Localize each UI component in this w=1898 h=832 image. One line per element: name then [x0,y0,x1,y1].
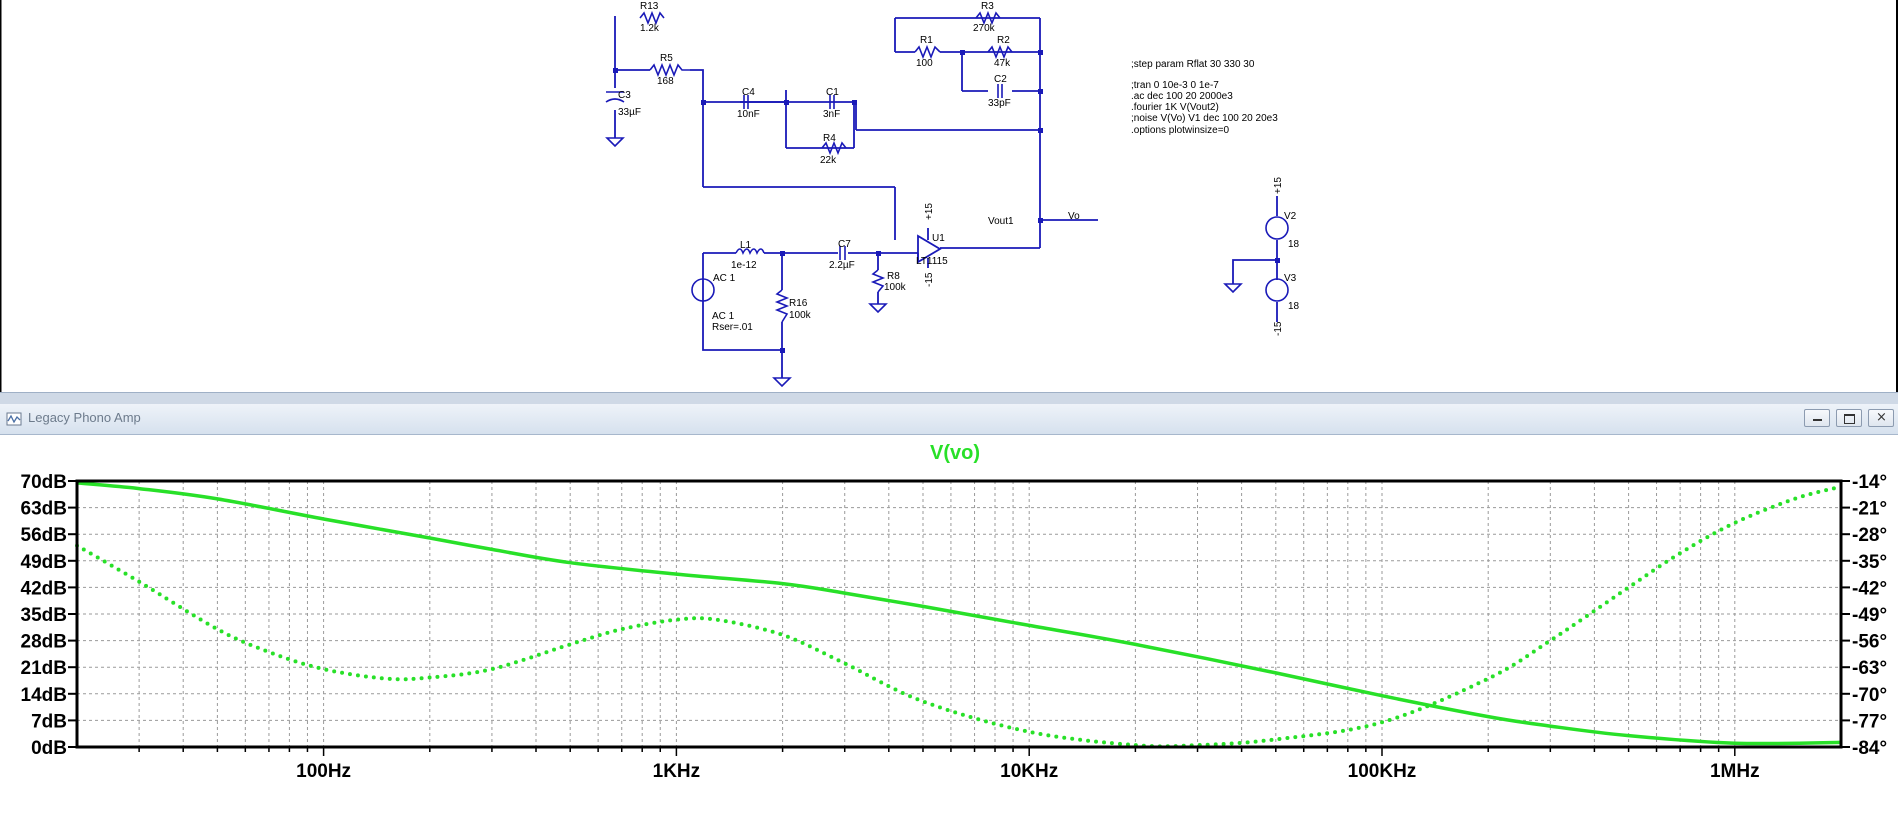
restore-icon [1844,414,1855,424]
y-right-tick-label: -63° [1852,658,1887,679]
y-left-tick-label: 7dB [31,711,67,732]
comp-ref: R1 [920,35,933,46]
comp-ref: U1 [932,233,945,244]
y-left-tick-label: 56dB [21,525,67,546]
title-bar[interactable]: Legacy Phono Amp × [0,404,1898,435]
y-left-tick-label: 49dB [21,552,67,573]
close-button[interactable]: × [1868,409,1894,427]
comp-value: 100 [916,58,933,69]
comp-value: 10nF [737,109,760,120]
comp-ref: R4 [823,133,836,144]
comp-ref: R2 [997,35,1010,46]
x-tick-label: 100KHz [1348,761,1417,782]
net-label-plus15: +15 [1273,177,1284,194]
y-right-tick-label: -49° [1852,605,1887,626]
y-right-tick-label: -84° [1852,738,1887,759]
comp-value: 168 [657,76,674,87]
magnitude-trace [76,481,1842,746]
comp-ref: C4 [742,87,755,98]
directive-line: .fourier 1K V(Vout2) [1131,102,1219,113]
restore-button[interactable] [1836,409,1862,427]
y-right-tick-label: -35° [1852,552,1887,573]
comp-value: 100k [789,310,812,321]
directive-line: ;step param Rflat 30 330 30 [1131,59,1255,70]
y-right-tick-label: -56° [1852,632,1887,653]
schematic-symbols [605,10,1289,388]
plot-series [75,481,1843,749]
y-left-tick-label: 35dB [21,605,67,626]
comp-ref: V3 [1284,273,1297,284]
schematic-canvas[interactable]: R13 1.2k R5 168 C3 33µF C4 10nF C1 3nF R… [0,0,1898,392]
comp-ref: C1 [826,87,839,98]
comp-value: 1.2k [640,23,660,34]
comp-ref: C3 [618,90,631,101]
x-tick-label: 100Hz [296,761,351,782]
y-left-tick-label: 28dB [21,632,67,653]
close-icon: × [1876,410,1887,425]
x-tick-label: 10KHz [1000,761,1058,782]
schematic-labels: R13 1.2k R5 168 C3 33µF C4 10nF C1 3nF R… [618,1,1300,336]
plot-window: Legacy Phono Amp × V(vo) 70dB 63dB 56dB 49d… [0,404,1898,832]
spice-directives[interactable]: ;step param Rflat 30 330 30 ;tran 0 10e-… [1131,59,1278,136]
axis-ticks: 70dB 63dB 56dB 49dB 42dB 35dB 28dB 21dB 14dB 7dB 0… [21,472,1888,782]
comp-value: 1e-12 [731,260,757,271]
net-label-plus15: +15 [924,203,935,220]
comp-value: 3nF [823,109,840,120]
comp-value: 18 [1288,239,1300,250]
net-label-minus15: -15 [924,272,935,287]
y-left-tick-label: 70dB [21,472,67,493]
comp-value: LT1115 [916,256,948,267]
comp-ref: C7 [838,239,851,250]
comp-ref: R3 [981,1,994,12]
y-left-tick-label: 14dB [21,685,67,706]
comp-ref: R16 [789,298,808,309]
comp-ref: L1 [740,240,752,251]
net-label-minus15: -15 [1273,321,1284,336]
comp-value: 22k [820,155,837,166]
y-left-tick-label: 42dB [21,578,67,599]
comp-ref: V2 [1284,211,1297,222]
directive-line: ;noise V(Vo) V1 dec 100 20 20e3 [1131,113,1278,124]
plot-area[interactable]: V(vo) 70dB 63dB 56dB 49dB 42dB 35dB 28dB 21dB 14… [0,434,1898,832]
comp-value: 33pF [988,98,1011,109]
y-right-tick-label: -21° [1852,499,1887,520]
y-right-tick-label: -28° [1852,525,1887,546]
comp-ref: R13 [640,1,659,12]
comp-value: AC 1 [712,311,735,322]
comp-value: 2.2µF [829,260,855,271]
y-left-tick-label: 63dB [21,499,67,520]
net-label-vo: Vo [1068,211,1080,222]
y-right-tick-label: -42° [1852,578,1887,599]
chart-title: V(vo) [930,442,980,464]
comp-ref: R8 [887,271,900,282]
plot-frame [75,479,1843,749]
comp-ref: AC 1 [713,273,736,284]
net-label-vout1: Vout1 [988,216,1014,227]
comp-value: 100k [884,282,907,293]
y-right-tick-label: -14° [1852,472,1887,493]
schematic-junctions [613,50,1280,353]
comp-value: 47k [994,58,1011,69]
comp-ref: R5 [660,53,673,64]
phase-trace [75,484,1843,749]
v1-rser: Rser=.01 [712,322,753,333]
y-right-tick-label: -77° [1852,711,1887,732]
window-splitter[interactable] [0,392,1898,405]
window-title: Legacy Phono Amp [28,410,141,425]
directive-line: .options plotwinsize=0 [1131,125,1230,136]
minimize-button[interactable] [1804,409,1830,427]
comp-ref: C2 [994,74,1007,85]
directive-line: ;tran 0 10e-3 0 1e-7 [1131,80,1219,91]
comp-value: 270k [973,23,996,34]
y-right-tick-label: -70° [1852,685,1887,706]
comp-value: 18 [1288,301,1300,312]
directive-line: .ac dec 100 20 2000e3 [1131,91,1233,102]
comp-value: 33µF [618,107,641,118]
y-left-tick-label: 0dB [31,738,67,759]
minimize-icon [1813,419,1822,421]
x-tick-label: 1KHz [653,761,701,782]
x-tick-label: 1MHz [1710,761,1760,782]
waveform-icon [6,412,22,426]
y-left-tick-label: 21dB [21,658,67,679]
